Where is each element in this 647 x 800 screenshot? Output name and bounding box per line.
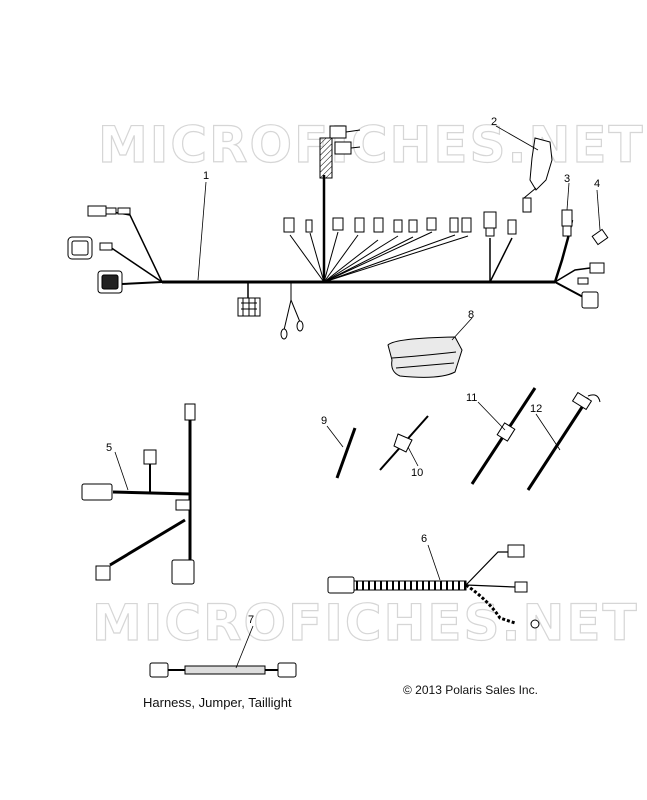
callout-3: 3	[564, 173, 570, 185]
boot-cover	[387, 336, 463, 378]
diagram-caption: Harness, Jumper, Taillight	[143, 695, 292, 710]
callout-9: 9	[321, 415, 327, 427]
jumper-harness	[81, 403, 196, 585]
callout-1: 1	[203, 170, 209, 182]
callout-8: 8	[468, 309, 474, 321]
sub-harness	[327, 544, 540, 629]
cable-tie-9	[335, 427, 357, 479]
cable-tie-12	[526, 391, 601, 491]
leader-lines	[114, 125, 601, 669]
callout-12: 12	[530, 403, 542, 415]
callout-7: 7	[248, 614, 254, 626]
watermark-bottom: MICROFICHES.NET	[92, 594, 639, 652]
watermark-top: MICROFICHES.NET	[98, 116, 645, 174]
copyright-notice: © 2013 Polaris Sales Inc.	[403, 683, 538, 697]
callout-6: 6	[421, 533, 427, 545]
main-harness-connectors	[67, 125, 609, 340]
callout-11: 11	[466, 392, 477, 404]
callout-10: 10	[411, 467, 423, 479]
cable-clip-10	[379, 415, 429, 471]
main-harness	[109, 175, 591, 331]
cable-tie-11	[470, 387, 537, 485]
callout-4: 4	[594, 178, 600, 190]
taillight-jumper	[149, 662, 297, 678]
callout-5: 5	[106, 442, 112, 454]
callout-2: 2	[491, 116, 497, 128]
